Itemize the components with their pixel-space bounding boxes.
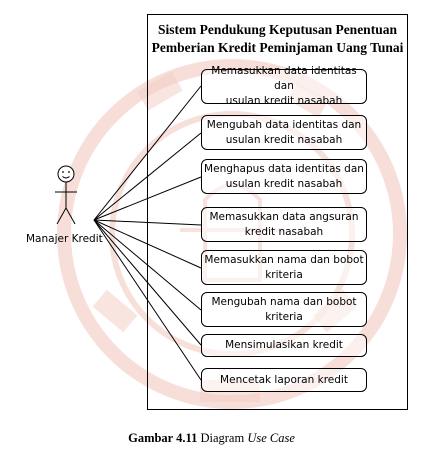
use-case-6: Mengubah nama dan bobot kriteria (201, 292, 367, 327)
use-case-6-line2: kriteria (265, 310, 303, 323)
use-case-1-line2: usulan kredit nasabah (225, 95, 343, 107)
use-case-5-line2: kriteria (265, 268, 303, 281)
use-case-4-line2: kredit nasabah (244, 225, 324, 238)
use-case-5-line1: Memasukkan nama dan bobot (204, 253, 364, 266)
use-case-3-line2: usulan kredit nasabah (225, 177, 343, 190)
caption-italic: Use Case (247, 431, 295, 445)
association-line-8 (93, 219, 202, 381)
association-line-2 (93, 132, 202, 221)
figure-caption: Gambar 4.11 Diagram Use Case (0, 431, 423, 446)
system-title-line2: Pemberian Kredit Peminjaman Uang Tunai (151, 40, 404, 55)
use-case-3-line1: Menghapus data identitas dan (204, 162, 364, 175)
system-boundary (147, 14, 408, 410)
association-line-5 (93, 219, 202, 269)
system-title: Sistem Pendukung Keputusan Penentuan Pem… (147, 21, 408, 57)
use-case-8-line1: Mencetak laporan kredit (220, 373, 348, 386)
system-title-line1: Sistem Pendukung Keputusan Penentuan (158, 22, 397, 37)
use-case-1-line1: Memasukkan data identitas dan (211, 65, 357, 92)
association-line-4 (93, 219, 202, 226)
actor-head (57, 165, 75, 183)
use-case-2-line2: usulan kredit nasabah (225, 133, 343, 146)
association-line-7 (93, 219, 202, 346)
association-line-6 (93, 219, 202, 311)
actor-label: Manajer Kredit (26, 233, 103, 245)
use-case-2-line1: Mengubah data identitas dan (206, 118, 362, 131)
use-case-7: Mensimulasikan kredit (201, 334, 367, 357)
association-line-1 (93, 85, 202, 221)
use-case-2: Mengubah data identitas dan usulan kredit… (201, 115, 367, 150)
use-case-6-line1: Mengubah nama dan bobot (211, 295, 357, 308)
use-case-3: Menghapus data identitas dan usulan kredi… (201, 159, 367, 194)
caption-number: Gambar 4.11 (128, 431, 198, 445)
use-case-1: Memasukkan data identitas dan usulan kred… (201, 65, 367, 107)
actor-figure (55, 165, 77, 225)
use-case-5: Memasukkan nama dan bobot kriteria (201, 250, 367, 285)
use-case-7-line1: Mensimulasikan kredit (225, 339, 343, 351)
use-case-4: Memasukkan data angsuran kredit nasabah (201, 207, 367, 242)
association-line-3 (93, 176, 202, 221)
use-case-4-line1: Memasukkan data angsuran (209, 210, 359, 223)
use-case-8: Mencetak laporan kredit (201, 368, 367, 392)
caption-text: Diagram (200, 431, 245, 445)
